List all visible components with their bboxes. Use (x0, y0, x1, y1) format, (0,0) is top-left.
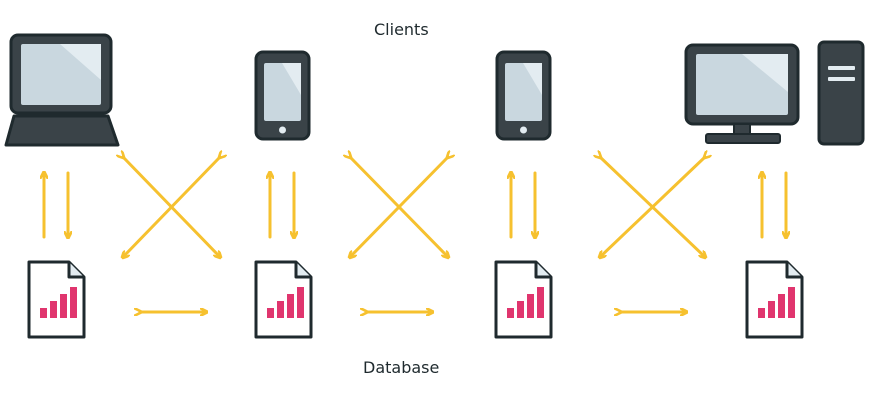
desktop-computer-icon (684, 40, 865, 146)
arrows-group (44, 157, 786, 312)
document-chart-icon (27, 260, 86, 339)
tablet-icon (254, 50, 311, 141)
document-chart-icon (494, 260, 553, 339)
diagonal-arrow (350, 157, 448, 257)
database-label: Database (363, 358, 440, 377)
document-chart-icon (745, 260, 804, 339)
document-chart-icon (254, 260, 313, 339)
diagonal-arrow (123, 157, 220, 257)
tablet-icon (495, 50, 552, 141)
laptop-icon (4, 33, 120, 147)
diagonal-arrow (600, 157, 705, 257)
clients-label: Clients (374, 20, 429, 39)
